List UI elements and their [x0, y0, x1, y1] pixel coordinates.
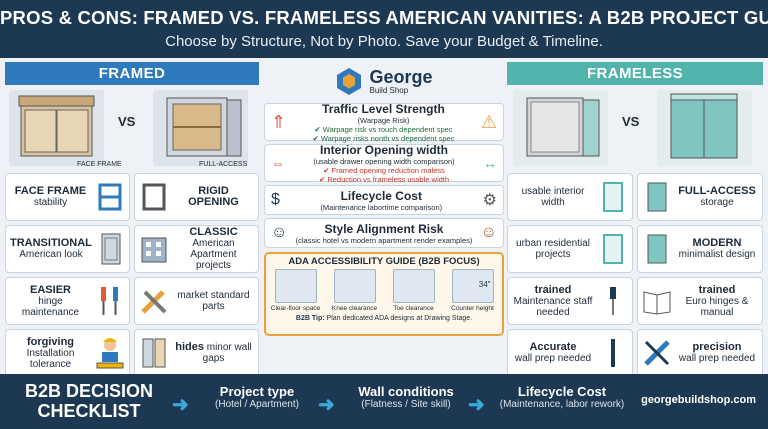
framed-image-row: VS FACE FRAME FULL-ACCESS — [5, 88, 259, 170]
ada-item-counter: 34"Counter height — [445, 269, 500, 312]
footer-checklist: B2B DECISION CHECKLIST ➜ Project type(Ho… — [0, 374, 768, 429]
precision-tool-icon — [598, 336, 628, 370]
arrow-right-icon: ➜ — [468, 394, 485, 416]
toe-clearance-icon — [392, 269, 435, 303]
framed-column: FRAMED VS FACE FRAME FULL-ACCESS FACE FR… — [5, 62, 259, 377]
interior-width-icon — [598, 180, 628, 214]
ruler-pencil-icon — [642, 336, 672, 370]
checklist-label: B2B DECISION CHECKLIST — [24, 381, 154, 421]
face-frame-cabinet-icon — [18, 95, 95, 157]
frameless-width-icon: ↔ — [483, 155, 497, 171]
ada-item-knee: Knee clearance — [327, 269, 382, 312]
ada-tip: B2B Tip: Plan dedicated ADA designs at D… — [295, 315, 473, 322]
counter-height-icon: 34" — [451, 269, 494, 303]
framed-vs-label: VS — [118, 114, 136, 129]
frameless-cabinet-image — [513, 90, 608, 166]
logo-subtitle: Build Shop — [369, 85, 409, 95]
logo-name: George — [369, 66, 433, 87]
arrow-right-icon: ➜ — [318, 394, 335, 416]
frameless-column: FRAMELESS VS usable interior width FULL-… — [507, 62, 763, 377]
frameless-vs-label: VS — [622, 114, 640, 129]
ada-item-clear-floor: Clear-floor space — [268, 269, 323, 312]
wall-gap-icon — [139, 336, 169, 370]
gear-hand-icon: ⚙ — [482, 192, 497, 209]
ada-item-toe: Toe clearance — [386, 269, 441, 312]
frameless-title: FRAMELESS — [507, 62, 763, 85]
businessman-icon: ☺ — [271, 224, 288, 241]
warning-icon: ⚠ — [480, 111, 497, 132]
full-access-caption: FULL-ACCESS — [199, 161, 248, 168]
arrow-right-icon: ➜ — [172, 394, 189, 416]
frameless-cell-3: urban residential projects — [507, 225, 633, 273]
manual-book-icon — [642, 284, 672, 318]
screwdriver-tools-icon — [95, 284, 125, 318]
frameless-image-row: VS — [507, 88, 763, 170]
ada-guide-panel: ADA ACCESSIBILITY GUIDE (B2B FOCUS) Clea… — [264, 252, 504, 336]
traffic-level-row: ⇑ Traffic Level Strength(Warpage Risk)✔ … — [264, 102, 504, 143]
style-alignment-row: ☺ Style Alignment Risk(classic hotel vs … — [264, 218, 504, 248]
door-panel-icon — [96, 232, 126, 266]
checklist-item-project-type: Project type(Hotel / Apartment) — [215, 384, 299, 410]
checklist-item-wall-conditions: Wall conditions(Flatness / Site skill) — [358, 384, 454, 410]
money-bag-icon: $ — [271, 191, 280, 208]
knee-clearance-icon — [333, 269, 376, 303]
worker-level-icon — [95, 336, 125, 370]
rigid-frame-icon — [139, 180, 169, 214]
face-frame-icon — [95, 180, 125, 214]
face-frame-caption: FACE FRAME — [77, 161, 122, 168]
framed-cell-6: market standard parts — [134, 277, 259, 325]
page-subtitle: Choose by Structure, Not by Photo. Save … — [165, 33, 603, 50]
apartment-building-icon — [139, 232, 169, 266]
woman-avatar-icon: ☺ — [480, 224, 497, 241]
open-cabinet-icon — [166, 97, 242, 157]
frameless-cell-1: usable interior width — [507, 173, 633, 221]
cabinet-door-icon — [598, 232, 628, 266]
checklist-item-lifecycle-cost: Lifecycle Cost(Maintenance, labor rework… — [499, 384, 625, 410]
george-logo-icon — [337, 68, 362, 95]
width-gauge-icon: ⇔ — [271, 155, 285, 171]
framed-cabinet-image — [9, 90, 104, 166]
trend-arrows-icon: ⇑ — [271, 111, 287, 132]
framed-title: FRAMED — [5, 62, 259, 85]
page-title: PROS & CONS: FRAMED VS. FRAMELESS AMERIC… — [0, 7, 768, 28]
screwdriver-icon — [598, 284, 628, 318]
wrench-hammer-icon — [139, 284, 169, 318]
frameless-closed-cabinet-image — [657, 90, 752, 166]
header: PROS & CONS: FRAMED VS. FRAMELESS AMERIC… — [0, 0, 768, 58]
ada-title: ADA ACCESSIBILITY GUIDE (B2B FOCUS) — [288, 256, 480, 267]
full-access-cabinet-image — [153, 90, 248, 166]
full-access-icon — [642, 180, 672, 214]
frameless-open-cabinet-icon — [526, 97, 600, 157]
modern-door-icon — [642, 232, 672, 266]
clear-floor-icon — [274, 269, 317, 303]
interior-opening-row: ⇔ Interior Opening width(usable drawer o… — [264, 143, 504, 184]
framed-cell-8: hides minor wall gaps — [134, 329, 259, 377]
website-link[interactable]: georgebuildshop.com — [641, 394, 756, 406]
frameless-cabinet-icon — [670, 93, 738, 159]
lifecycle-cost-row: $ Lifecycle Cost(Maintenance labortime c… — [264, 185, 504, 215]
